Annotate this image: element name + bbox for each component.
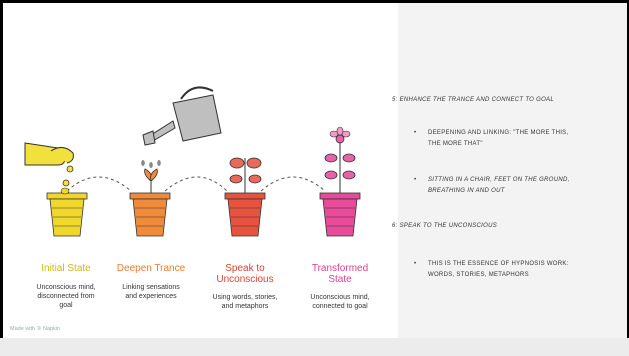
hand-icon <box>24 142 74 187</box>
stage-desc: connected to goal <box>312 303 368 310</box>
bullet-line: THIS IS THE ESSENCE OF HYPNOSIS WORK: <box>428 261 569 267</box>
bullet-dot: • <box>414 130 417 136</box>
watering-can-icon <box>141 86 222 168</box>
bullet-dot: • <box>414 177 417 183</box>
stage-title: Deepen Trance <box>116 263 186 274</box>
illustration: Initial State Deepen Trance Speak to Unc… <box>3 3 398 338</box>
connector-arc <box>260 176 326 192</box>
bullet-line: WORDS, STORIES, METAPHORS <box>428 272 529 278</box>
stage-desc: and experiences <box>125 293 177 300</box>
connector-arc <box>164 176 228 192</box>
stage-desc: Linking sensations <box>122 284 180 291</box>
section-heading: 6: SPEAK TO THE UNCONSCIOUS <box>392 223 498 229</box>
bullet-line: DEEPENING AND LINKING: "THE MORE THIS, <box>428 130 569 136</box>
bullet-item: • DEEPENING AND LINKING: "THE MORE THIS,… <box>414 128 569 150</box>
connector-arc <box>66 176 132 192</box>
stage-title: Initial State <box>41 263 91 274</box>
notes-panel <box>398 3 627 338</box>
bullet-line: SITTING IN A CHAIR, FEET ON THE GROUND, <box>428 177 570 183</box>
bullet-line: BREATHING IN AND OUT <box>428 188 505 194</box>
stage-desc: Unconscious mind, <box>310 294 370 301</box>
stage-title: State <box>328 274 352 285</box>
section-heading: 5: ENHANCE THE TRANCE AND CONNECT TO GOA… <box>392 97 554 103</box>
stage-desc: disconnected from <box>37 293 95 300</box>
bullet-dot: • <box>414 261 417 267</box>
pot-icon <box>129 168 171 237</box>
stage-title: Speak to <box>225 263 265 274</box>
napkin-footer: Made with ⚞ Napkin <box>10 326 61 332</box>
stage-desc: Using words, stories, <box>212 294 278 301</box>
illustration-graphic <box>24 86 361 237</box>
bullet-item: • THIS IS THE ESSENCE OF HYPNOSIS WORK: … <box>414 259 569 281</box>
stage-desc: goal <box>59 302 73 309</box>
stage-title: Unconscious <box>216 274 274 285</box>
pot-icon <box>46 187 88 237</box>
pot-icon <box>319 126 361 237</box>
pot-icon <box>224 157 266 237</box>
bullet-item: • SITTING IN A CHAIR, FEET ON THE GROUND… <box>414 175 570 197</box>
stage-desc: Unconscious mind, <box>36 284 96 291</box>
stage-title: Transformed <box>311 263 369 274</box>
bullet-line: THE MORE THAT" <box>428 141 483 147</box>
stage-desc: and metaphors <box>221 303 269 310</box>
bottom-band <box>0 338 629 356</box>
